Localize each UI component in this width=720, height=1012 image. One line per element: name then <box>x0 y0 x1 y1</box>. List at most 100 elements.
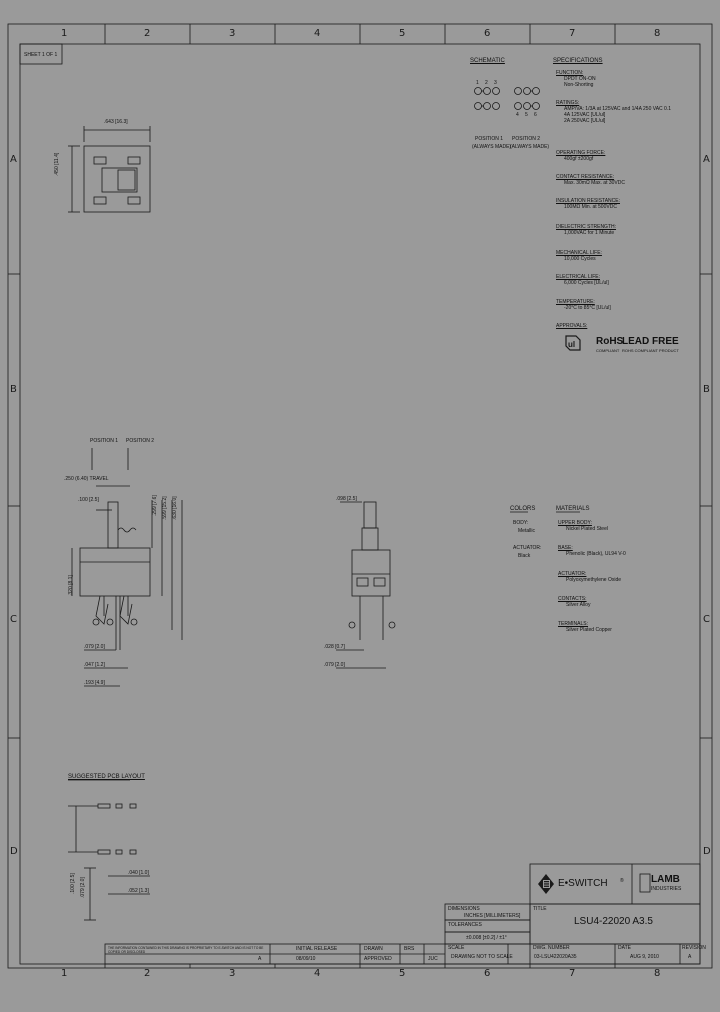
confidential-notice: THE INFORMATION CONTAINED IN THIS DRAWIN… <box>108 946 264 954</box>
part-title-label: TITLE <box>533 906 547 912</box>
zone-right-d: D <box>703 846 711 857</box>
colors-title: COLORS <box>510 506 536 512</box>
zone-bottom-3: 3 <box>229 968 236 979</box>
zone-bottom-2: 2 <box>144 968 151 979</box>
zone-left-a: A <box>10 154 17 165</box>
material-terminals: TERMINALS: Silver Plated Copper <box>558 621 612 633</box>
zone-top-4: 4 <box>314 28 321 39</box>
materials-title: MATERIALS <box>556 506 590 512</box>
zone-bottom-8: 8 <box>654 968 661 979</box>
zone-top-2: 2 <box>144 28 151 39</box>
schematic-pin-1: 1 <box>476 80 479 86</box>
zone-top-1: 1 <box>61 28 68 39</box>
spec-electrical-life: ELECTRICAL LIFE: 6,000 Cycles [UL/ul] <box>556 274 609 286</box>
approved-label: APPROVED <box>364 956 392 962</box>
lead-free-sub: ROHS COMPLIANT PRODUCT <box>622 348 679 353</box>
schematic-pos2-sub: (ALWAYS MADE) <box>510 144 550 150</box>
zone-top-8: 8 <box>654 28 661 39</box>
schematic-pos1-label: POSITION 1 <box>475 136 504 142</box>
side-dim-5: .320 [8.1] <box>68 575 74 596</box>
lead-free-label: LEAD FREE <box>622 336 679 347</box>
zone-left-c: C <box>10 614 17 625</box>
zone-left-d: D <box>10 846 18 857</box>
side-dim-travel: .250 (6.40) TRAVEL <box>64 476 109 482</box>
zone-bottom-4: 4 <box>314 968 321 979</box>
rohs-sub: COMPLIANT <box>596 348 620 353</box>
ul-mark-icon: ul <box>565 335 581 351</box>
specifications-title: SPECIFICATIONS <box>553 58 603 64</box>
dwg-title: DWG. NUMBER <box>533 945 570 951</box>
material-base: BASE: Phenolic (Black), UL94 V-0 <box>558 545 626 557</box>
tolerance-value: ±0.008 [±0.2] / ±1° <box>466 935 507 941</box>
zone-bottom-1: 1 <box>61 968 68 979</box>
sheet-label: SHEET 1 OF 1 <box>24 52 58 58</box>
schematic-pin-6: 6 <box>534 112 537 118</box>
schematic-title: SCHEMATIC <box>470 58 505 64</box>
spec-operating-force: OPERATING FORCE: 400gf ±200gf <box>556 150 606 162</box>
front-dim-1: .098 [2.5] <box>336 496 357 502</box>
rohs-label: RoHS <box>596 336 624 347</box>
colors-body-value: Metallic <box>518 528 535 534</box>
date-title: DATE <box>618 945 631 951</box>
brand-eswitch: E•SWITCH <box>558 878 608 889</box>
revision-value: A <box>688 954 692 960</box>
pcb-dim-3: .040 [1.0] <box>128 870 149 876</box>
spec-approvals: APPROVALS: <box>556 323 588 329</box>
schematic-pos2-label: POSITION 2 <box>512 136 541 142</box>
brand-mark: ® <box>620 878 624 884</box>
spec-ratings: RATINGS: AMP/VA: 1/3A at 125VAC and 1/4A… <box>556 100 672 124</box>
side-dim-4: .630 [16.0] <box>172 496 178 520</box>
zone-right-b: B <box>703 384 710 395</box>
zone-bottom-7: 7 <box>569 968 576 979</box>
side-dim-3: .599 [15.2] <box>162 496 168 520</box>
rev-table-desc: INITIAL RELEASE <box>296 946 338 952</box>
scale-value: DRAWING NOT TO SCALE <box>451 954 513 960</box>
spec-insulation-resistance: INSULATION RESISTANCE: 100MΩ Min. at 500… <box>556 198 620 210</box>
side-dim-2: .299 [7.6] <box>152 495 158 516</box>
material-contacts: CONTACTS: Silver Alloy <box>558 596 591 608</box>
zone-left-b: B <box>10 384 17 395</box>
units-value: INCHES [MILLIMETERS] <box>464 913 521 919</box>
brand-lamb-sub: INDUSTRIES <box>651 886 682 892</box>
schematic-pin-4: 4 <box>516 112 519 118</box>
rev-table-date: 08/09/10 <box>296 956 316 962</box>
pcb-dim-4: .052 [1.3] <box>128 888 149 894</box>
spec-dielectric-strength: DIELECTRIC STRENGTH: 1,000VAC for 1 Minu… <box>556 224 617 236</box>
schematic-pin-5: 5 <box>525 112 528 118</box>
front-dim-3: .079 [2.0] <box>324 662 345 668</box>
drawn-value: BRS <box>404 946 415 952</box>
pcb-title: SUGGESTED PCB LAYOUT <box>68 774 145 780</box>
zone-top-5: 5 <box>399 28 406 39</box>
side-dim-8: .193 [4.9] <box>84 680 105 686</box>
pcb-dim-2: .079 [2.0] <box>80 877 86 898</box>
rev-table-a: A <box>258 956 262 962</box>
brand-lamb: LAMB <box>651 874 680 885</box>
side-dim-7: .047 [1.2] <box>84 662 105 668</box>
spec-temperature: TEMPERATURE: -20°C to 85°C [UL/ul] <box>556 299 611 311</box>
spec-function: FUNCTION: DPDT ON-ON Non-Shorting <box>556 70 596 88</box>
side-dim-1: .100 [2.5] <box>78 497 99 503</box>
zone-top-3: 3 <box>229 28 236 39</box>
zone-top-6: 6 <box>484 28 491 39</box>
dwg-number: 03-LSU422020A35 <box>534 954 577 960</box>
revision-title: REVISION <box>682 945 706 951</box>
zone-right-a: A <box>703 154 710 165</box>
schematic-pin-3: 3 <box>494 80 497 86</box>
colors-body-label: BODY: <box>513 520 529 526</box>
zone-top-7: 7 <box>569 28 576 39</box>
drawn-label: DRAWN <box>364 946 383 952</box>
schematic-pin-2: 2 <box>485 80 488 86</box>
material-actuator: ACTUATOR: Polyoxymethylene Oxide <box>558 571 622 583</box>
tolerance-title: TOLERANCES <box>448 922 482 928</box>
side-position-1: POSITION 1 <box>90 438 119 444</box>
side-position-2: POSITION 2 <box>126 438 155 444</box>
zone-bottom-6: 6 <box>484 968 491 979</box>
date-value: AUG 9, 2010 <box>630 954 659 960</box>
zone-right-c: C <box>703 614 710 625</box>
pcb-dim-1: .100 [2.5] <box>70 873 76 894</box>
front-dim-2: .028 [0.7] <box>324 644 345 650</box>
colors-actuator-value: Black <box>518 553 531 559</box>
material-upper-body: UPPER BODY: Nickel Plated Steel <box>558 520 608 532</box>
units-title: DIMENSIONS <box>448 906 480 912</box>
